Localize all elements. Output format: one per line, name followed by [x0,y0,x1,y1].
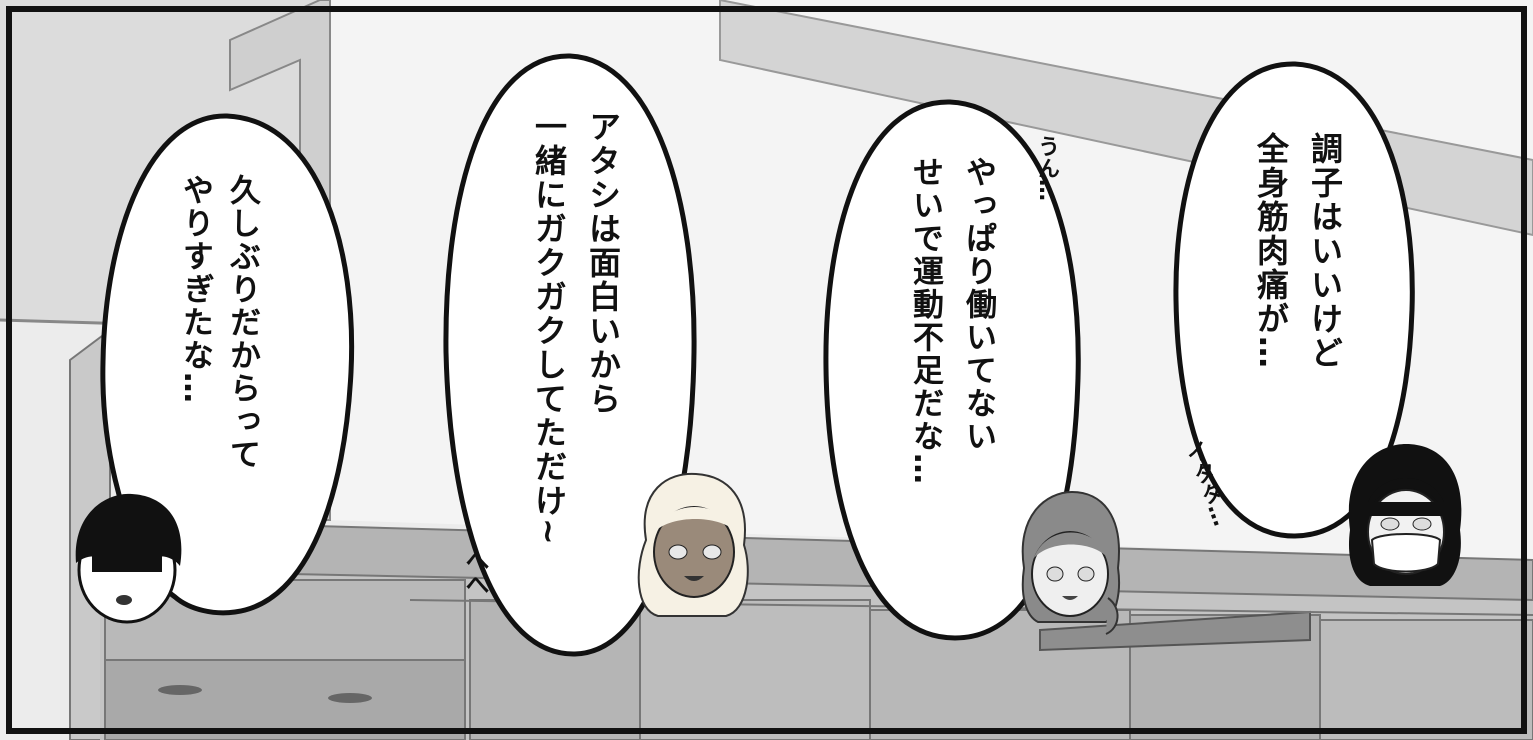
speech-bubble-4: 調子はいいけど 全身筋肉痛が… [1170,60,1420,540]
bubble-4-line-1: 調子はいいけど [1306,132,1344,370]
bubble-3-line-2: せいで運動不足だな… [907,156,943,486]
bubble-3-line-1: やっぱり働いてない [960,156,996,453]
sfx-heh: へへ [461,548,489,596]
bubble-2-line-2: 一緒にガクガクしてただけ~ [530,110,568,547]
character-blonde-girl-face [637,472,749,617]
bubble-1-line-1: 久しぶりだからって [224,174,260,471]
character-brown-hair-girl-face [1021,490,1120,635]
character-man-face [75,493,182,624]
bubble-1-line-2: やりすぎたな… [177,174,213,405]
speech-bubble-3: やっぱり働いてない せいで運動不足だな… [820,98,1085,643]
bubble-4-line-2: 全身筋肉痛が… [1252,132,1290,370]
speech-bubble-2: アタシは面白いから 一緒にガクガクしてただけ~ [440,52,700,662]
bubble-2-line-1: アタシは面白いから [584,110,622,416]
sfx-un: うん… [1034,135,1059,201]
speech-bubble-1: 久しぶりだからって やりすぎたな… [95,112,360,622]
character-masked-girl-face [1348,444,1462,586]
